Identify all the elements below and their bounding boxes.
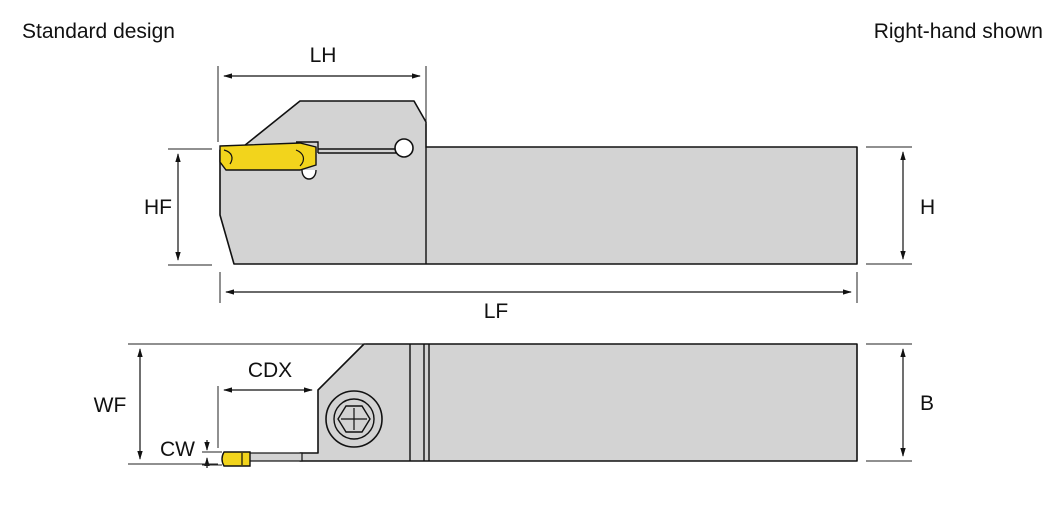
b-label: B [920, 392, 934, 415]
side-view-insert [219, 142, 317, 171]
clamp-screw-icon [325, 390, 383, 448]
caption-standard-design: Standard design [22, 20, 175, 43]
h-label: H [920, 196, 935, 219]
hf-label: HF [144, 196, 172, 219]
side-view-clamp-notch [301, 169, 317, 180]
side-view-insert-contour [295, 149, 305, 167]
side-view: LH HF H LF [144, 44, 935, 323]
side-view-insert-chipbreaker [223, 149, 233, 165]
top-view: CDX WF CW B [94, 343, 934, 468]
top-view-holder-body [299, 343, 858, 462]
side-view-blade-slot [296, 141, 396, 154]
top-view-blade [245, 452, 303, 462]
wf-label: WF [94, 394, 127, 417]
side-view-holder-body [219, 100, 858, 265]
cdx-label: CDX [248, 359, 292, 382]
top-view-insert [221, 451, 251, 467]
lh-label: LH [310, 44, 337, 67]
cw-label: CW [160, 438, 195, 461]
lf-label: LF [484, 300, 509, 323]
caption-right-hand-shown: Right-hand shown [874, 20, 1043, 43]
side-view-relief-hole [394, 138, 414, 158]
